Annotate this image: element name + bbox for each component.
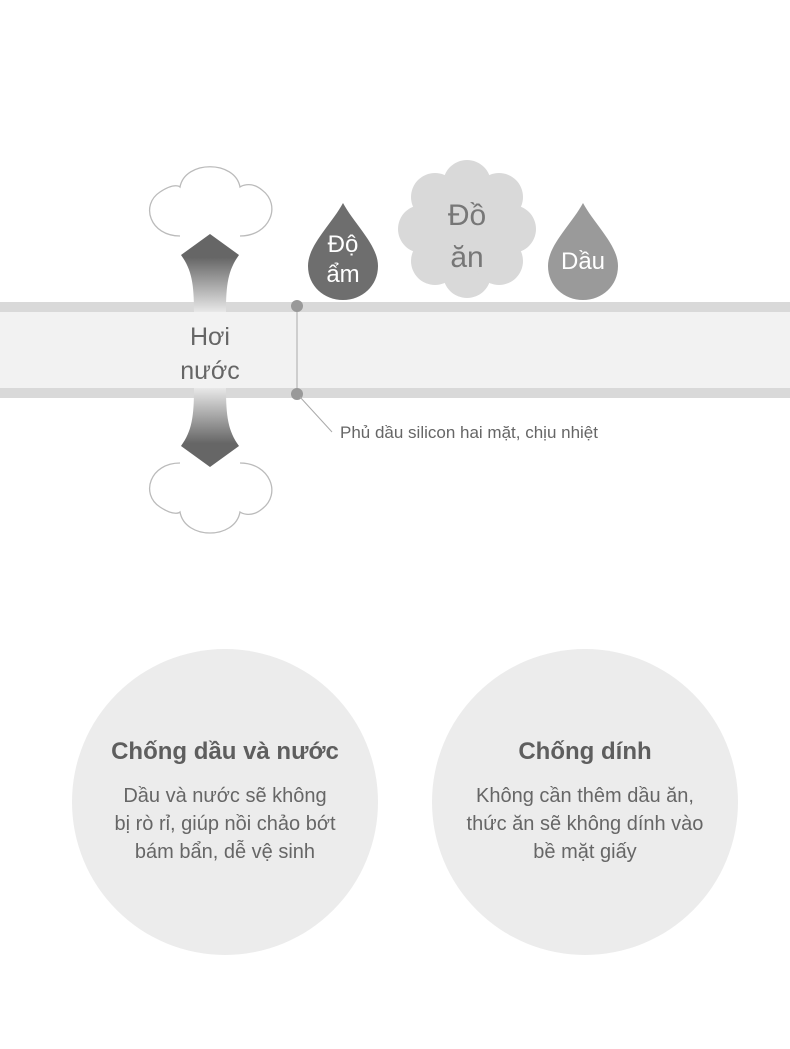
oil-label: Dầu bbox=[560, 248, 606, 275]
moisture-drop-icon bbox=[308, 203, 378, 300]
oil-drop-icon bbox=[548, 203, 618, 300]
steam-label: Hơi nước bbox=[180, 323, 240, 385]
feature-non-stick: Chống dính Không cần thêm dầu ăn, thức ă… bbox=[432, 649, 738, 955]
feature-oil-water-resistant: Chống dầu và nước Dầu và nước sẽ không b… bbox=[72, 649, 378, 955]
marker-dot-top bbox=[291, 300, 303, 312]
steam-up-arrow-icon bbox=[181, 234, 239, 312]
steam-cloud-top-icon bbox=[149, 166, 273, 237]
feature-title: Chống dầu và nước bbox=[111, 738, 339, 765]
paper-top-stripe bbox=[0, 302, 790, 312]
food-label: Đồ ăn bbox=[447, 199, 487, 274]
feature-desc: Không cần thêm dầu ăn, thức ăn sẽ không … bbox=[466, 785, 704, 863]
callout-leader-line bbox=[299, 396, 333, 433]
paper-bottom-stripe bbox=[0, 388, 790, 398]
food-blob-icon bbox=[398, 160, 536, 298]
feature-desc: Dầu và nước sẽ không bị rò rỉ, giúp nồi … bbox=[114, 785, 336, 863]
steam-cloud-bottom-icon bbox=[149, 462, 273, 534]
steam-down-arrow-icon bbox=[181, 388, 239, 467]
coating-note: Phủ dầu silicon hai mặt, chịu nhiệt bbox=[340, 423, 598, 442]
feature-title: Chống dính bbox=[518, 738, 652, 765]
paper-layer bbox=[0, 312, 790, 388]
moisture-label: Độ ẩm bbox=[326, 231, 360, 288]
